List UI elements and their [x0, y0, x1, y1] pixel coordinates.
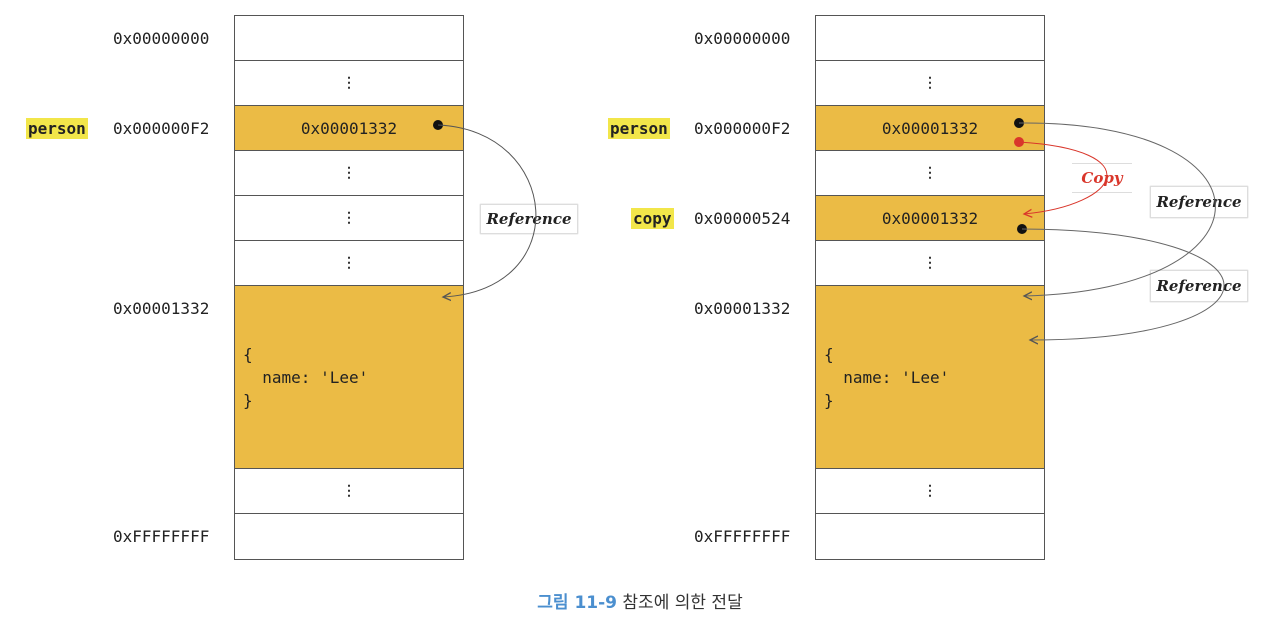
- right-object-literal: { name: 'Lee' }: [824, 344, 950, 410]
- left-cell-4: ⋮: [234, 195, 464, 241]
- right-object-cell: { name: 'Lee' }: [815, 285, 1045, 469]
- right-variable-copy: copy: [631, 208, 674, 229]
- right-address-end: 0xFFFFFFFF: [694, 527, 791, 546]
- right-cell-3: ⋮: [815, 150, 1045, 196]
- ellipsis-icon: ⋮: [923, 255, 937, 271]
- right-cell-1: ⋮: [815, 60, 1045, 106]
- right-cell-0: [815, 15, 1045, 61]
- left-address-end: 0xFFFFFFFF: [113, 527, 210, 546]
- left-person-value: 0x00001332: [300, 118, 398, 138]
- right-copy-label: Copy: [1072, 163, 1132, 193]
- right-address-object: 0x00001332: [694, 299, 791, 318]
- left-address-object: 0x00001332: [113, 299, 210, 318]
- left-cell-7: ⋮: [234, 468, 464, 514]
- figure-caption: 그림 11-9 참조에 의한 전달: [0, 588, 1280, 613]
- right-person-value: 0x00001332: [881, 118, 979, 138]
- caption-number: 그림 11-9: [537, 593, 618, 613]
- left-object-literal: { name: 'Lee' }: [243, 344, 369, 410]
- ellipsis-icon: ⋮: [342, 255, 356, 271]
- ellipsis-icon: ⋮: [923, 165, 937, 181]
- ellipsis-icon: ⋮: [342, 165, 356, 181]
- right-copy-value: 0x00001332: [881, 208, 979, 228]
- right-copy-cell: 0x00001332: [815, 195, 1045, 241]
- left-cell-0: [234, 15, 464, 61]
- right-address-person: 0x000000F2: [694, 119, 791, 138]
- right-variable-person: person: [608, 118, 670, 139]
- right-cell-5: ⋮: [815, 240, 1045, 286]
- right-reference-label-1: Reference: [1150, 186, 1248, 218]
- right-cell-7: ⋮: [815, 468, 1045, 514]
- right-cell-8: [815, 513, 1045, 560]
- left-cell-5: ⋮: [234, 240, 464, 286]
- right-person-cell: 0x00001332: [815, 105, 1045, 151]
- left-cell-3: ⋮: [234, 150, 464, 196]
- ellipsis-icon: ⋮: [342, 75, 356, 91]
- left-cell-1: ⋮: [234, 60, 464, 106]
- left-person-cell: 0x00001332: [234, 105, 464, 151]
- right-address-copy: 0x00000524: [694, 209, 791, 228]
- caption-text: 참조에 의한 전달: [622, 593, 743, 613]
- ellipsis-icon: ⋮: [923, 483, 937, 499]
- ellipsis-icon: ⋮: [342, 210, 356, 226]
- left-object-cell: { name: 'Lee' }: [234, 285, 464, 469]
- right-reference-label-2: Reference: [1150, 270, 1248, 302]
- left-variable-person: person: [26, 118, 88, 139]
- left-address-person: 0x000000F2: [113, 119, 210, 138]
- ellipsis-icon: ⋮: [923, 75, 937, 91]
- right-address-start: 0x00000000: [694, 29, 791, 48]
- ellipsis-icon: ⋮: [342, 483, 356, 499]
- left-reference-label: Reference: [480, 204, 578, 234]
- left-cell-8: [234, 513, 464, 560]
- left-address-start: 0x00000000: [113, 29, 210, 48]
